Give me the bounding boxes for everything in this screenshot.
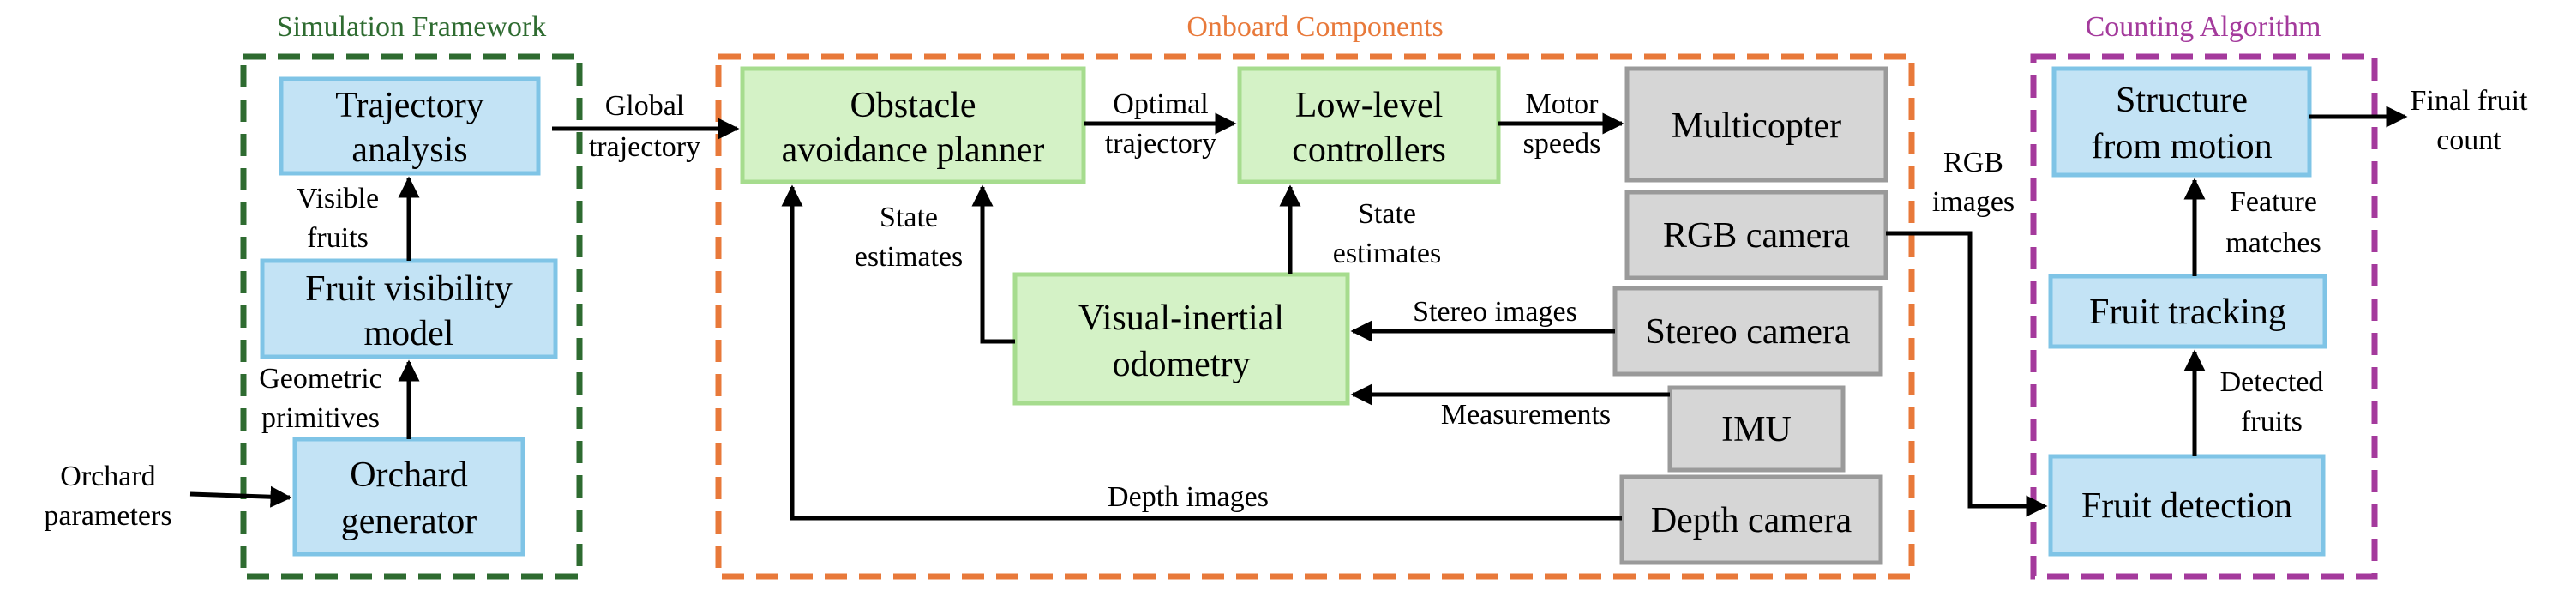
orchard-generator-box [292, 437, 525, 557]
fruit-tracking-text: Fruit tracking [2089, 292, 2286, 332]
visible-fruits-label-2: fruits [307, 222, 369, 254]
low-level-controllers-text-2: controllers [1292, 130, 1446, 170]
simulation-framework-frame [240, 53, 583, 580]
fruit-detection-text: Fruit detection [2081, 486, 2292, 526]
state-estimates-right-label-1: State [1358, 198, 1416, 230]
orchard-parameters-label-2: parameters [44, 500, 171, 532]
feature-matches-label-2: matches [2225, 227, 2321, 259]
arrow-depth-images [781, 184, 1622, 521]
visible-fruits-label-1: Visible [297, 183, 379, 214]
fruit-visibility-model-text-2: model [364, 314, 454, 353]
counting-algorithm-title: Counting Algorithm [2086, 11, 2321, 43]
global-trajectory-label-2: trajectory [589, 131, 700, 163]
trajectory-analysis-text-1: Trajectory [335, 86, 483, 125]
geometric-primitives-label-2: primitives [261, 402, 380, 434]
multicopter-text: Multicopter [1672, 106, 1841, 146]
rgb-camera-text: RGB camera [1663, 216, 1850, 256]
depth-camera-text: Depth camera [1651, 501, 1852, 540]
detected-fruits-label-2: fruits [2241, 406, 2303, 437]
obstacle-avoidance-planner-box [740, 66, 1086, 184]
state-estimates-left-label-2: estimates [855, 241, 964, 273]
feature-matches-label-1: Feature [2230, 186, 2317, 218]
optimal-trajectory-label-1: Optimal [1113, 88, 1208, 120]
optimal-trajectory-label-2: trajectory [1105, 128, 1216, 160]
arrow-rgb-images [1886, 231, 2048, 517]
imu-box [1667, 385, 1846, 473]
simulation-framework-title: Simulation Framework [277, 11, 546, 43]
state-estimates-left-label-1: State [880, 202, 938, 233]
trajectory-analysis-text-2: analysis [351, 130, 467, 170]
onboard-components-frame [715, 53, 1915, 580]
orchard-generator-text-2: generator [341, 502, 477, 541]
fruit-tracking-box [2048, 274, 2327, 349]
state-estimates-right-label-2: estimates [1333, 238, 1442, 269]
fruit-detection-box [2048, 454, 2326, 557]
detected-fruits-label-1: Detected [2220, 366, 2324, 398]
visual-inertial-odometry-text-1: Visual-inertial [1078, 299, 1284, 338]
imu-text: IMU [1721, 410, 1792, 449]
structure-from-motion-box [2051, 66, 2312, 178]
rgb-images-label-2: images [1932, 186, 2015, 218]
structure-from-motion-text-2: from motion [2091, 127, 2272, 166]
trajectory-analysis-box [279, 76, 541, 176]
motor-speeds-label-2: speeds [1523, 128, 1601, 160]
orchard-generator-text-1: Orchard [350, 455, 468, 495]
multicopter-box [1624, 66, 1888, 183]
final-fruit-count-label-1: Final fruit [2411, 85, 2528, 117]
onboard-components-title: Onboard Components [1186, 11, 1443, 43]
arrow-orchard-parameters [189, 485, 292, 508]
visual-inertial-odometry-text-2: odometry [1113, 345, 1251, 384]
low-level-controllers-text-1: Low-level [1295, 86, 1444, 125]
counting-algorithm-frame [2030, 53, 2378, 580]
measurements-label: Measurements [1441, 399, 1611, 431]
rgb-images-label-1: RGB [1943, 147, 2003, 178]
arrow-vio-to-planner [971, 184, 1015, 344]
stereo-images-label: Stereo images [1413, 296, 1577, 328]
visual-inertial-odometry-box [1012, 272, 1350, 406]
motor-speeds-label-1: Motor [1526, 88, 1600, 120]
low-level-controllers-box [1237, 66, 1501, 184]
orchard-parameters-label-1: Orchard [60, 461, 155, 492]
obstacle-avoidance-planner-text-1: Obstacle [850, 86, 976, 125]
structure-from-motion-text-1: Structure [2116, 81, 2248, 120]
depth-images-label: Depth images [1108, 481, 1269, 513]
final-fruit-count-label-2: count [2436, 124, 2501, 156]
stereo-camera-text: Stereo camera [1645, 312, 1850, 352]
fruit-visibility-model-text-1: Fruit visibility [305, 269, 513, 309]
geometric-primitives-label-1: Geometric [259, 363, 382, 395]
global-trajectory-label-1: Global [605, 90, 685, 122]
obstacle-avoidance-planner-text-2: avoidance planner [782, 130, 1045, 170]
